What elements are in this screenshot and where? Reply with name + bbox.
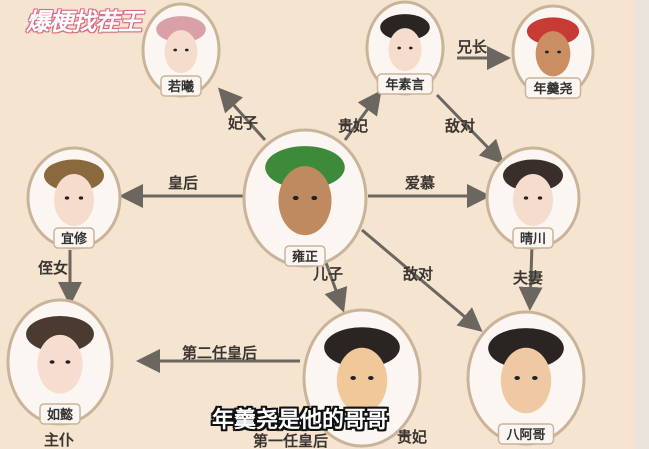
headwear-icon: [26, 316, 94, 353]
eye-icon: [514, 375, 520, 381]
eye-icon: [64, 196, 70, 200]
character-name: 晴川: [520, 231, 546, 247]
eye-icon: [184, 48, 189, 52]
character-name: 宜修: [61, 231, 88, 247]
character-node-ruoxi: 若曦: [141, 2, 221, 98]
name-tag: [160, 75, 202, 97]
arrow-yongzheng-eighth: [361, 228, 483, 332]
character-name: 雍正: [292, 249, 318, 265]
headwear-icon: [324, 327, 400, 368]
arrow-qingchuan-eighth: [518, 244, 543, 311]
label-son: 儿子: [312, 265, 343, 283]
character-node-eighth-prince: 八阿哥: [466, 310, 586, 446]
video-subtitle: 年羹尧是他的哥哥: [212, 408, 389, 433]
eye-icon: [532, 375, 538, 381]
label-noble-consort: 贵妃: [338, 117, 368, 135]
character-node-niansuyan: 年素言: [365, 0, 445, 96]
screen-edge: [635, 0, 649, 449]
label-empress: 皇后: [168, 174, 198, 192]
eye-icon: [292, 195, 299, 201]
arrow-niansuyan-qingchuan: [435, 93, 505, 165]
label-admire: 爱慕: [405, 174, 435, 192]
character-node-ruyi: 如懿: [6, 298, 114, 426]
eye-icon: [49, 360, 55, 364]
face-icon: [500, 347, 552, 414]
character-node-yixiu: 宜修: [26, 146, 122, 250]
character-node-son: [302, 308, 422, 448]
face-icon: [336, 347, 388, 414]
headwear-icon: [380, 14, 430, 41]
eye-icon: [545, 50, 549, 54]
name-tag: [512, 227, 554, 249]
label-noble-consort-bottom: 贵妃: [397, 428, 427, 446]
face-icon: [535, 31, 571, 77]
label-master-servant: 主仆: [44, 431, 74, 449]
watermark-logo: 爆梗找茬王: [26, 8, 142, 36]
eye-icon: [65, 360, 71, 364]
character-node-yongzheng: 雍正: [242, 128, 368, 268]
label-second-empress: 第二任皇后: [182, 344, 257, 362]
eye-icon: [368, 375, 374, 381]
eye-icon: [523, 196, 529, 200]
label-rival-top: 敌对: [445, 117, 475, 135]
label-elder-brother: 兄长: [456, 38, 488, 56]
name-tag: [53, 227, 95, 249]
eye-icon: [311, 195, 318, 201]
eye-icon: [537, 196, 543, 200]
character-node-qingchuan: 晴川: [485, 146, 581, 250]
headwear-icon: [156, 16, 206, 43]
character-name: 若曦: [167, 79, 194, 95]
character-name: 如懿: [47, 407, 73, 423]
label-first-empress: 第一任皇后: [253, 432, 328, 449]
face-icon: [37, 334, 83, 394]
label-spouse: 夫妻: [513, 269, 543, 287]
eye-icon: [173, 48, 178, 52]
character-name: 八阿哥: [505, 427, 545, 443]
name-tag: [39, 403, 81, 425]
name-tag: [284, 245, 326, 267]
character-name: 年素言: [385, 77, 424, 93]
eye-icon: [78, 196, 84, 200]
arrow-yongzheng-son: [323, 259, 348, 313]
arrow-yongzheng-ruoxi: [217, 87, 267, 142]
face-icon: [388, 28, 422, 72]
label-rival-bottom: 敌对: [403, 265, 433, 283]
label-niece: 侄女: [38, 259, 68, 277]
eye-icon: [397, 46, 402, 50]
face-icon: [278, 166, 332, 236]
arrow-yongzheng-niansuyan: [343, 90, 382, 141]
name-tag: [524, 77, 582, 99]
eye-icon: [408, 46, 413, 50]
character-node-niangengyao: 年羹尧: [511, 4, 595, 100]
face-icon: [164, 30, 198, 74]
eye-icon: [557, 50, 562, 54]
relation-labels: 妃子 贵妃 兄长 敌对 皇后 爱慕 侄女 儿子 敌对 夫妻 第二任皇后 主仆 第…: [38, 38, 543, 449]
arrows: [58, 46, 543, 373]
character-name: 年羹尧: [533, 81, 572, 97]
eye-icon: [350, 375, 356, 381]
face-icon: [54, 174, 94, 226]
face-icon: [513, 174, 553, 226]
name-tag: [497, 423, 555, 445]
name-tag: [376, 73, 434, 95]
label-consort: 妃子: [228, 114, 258, 132]
